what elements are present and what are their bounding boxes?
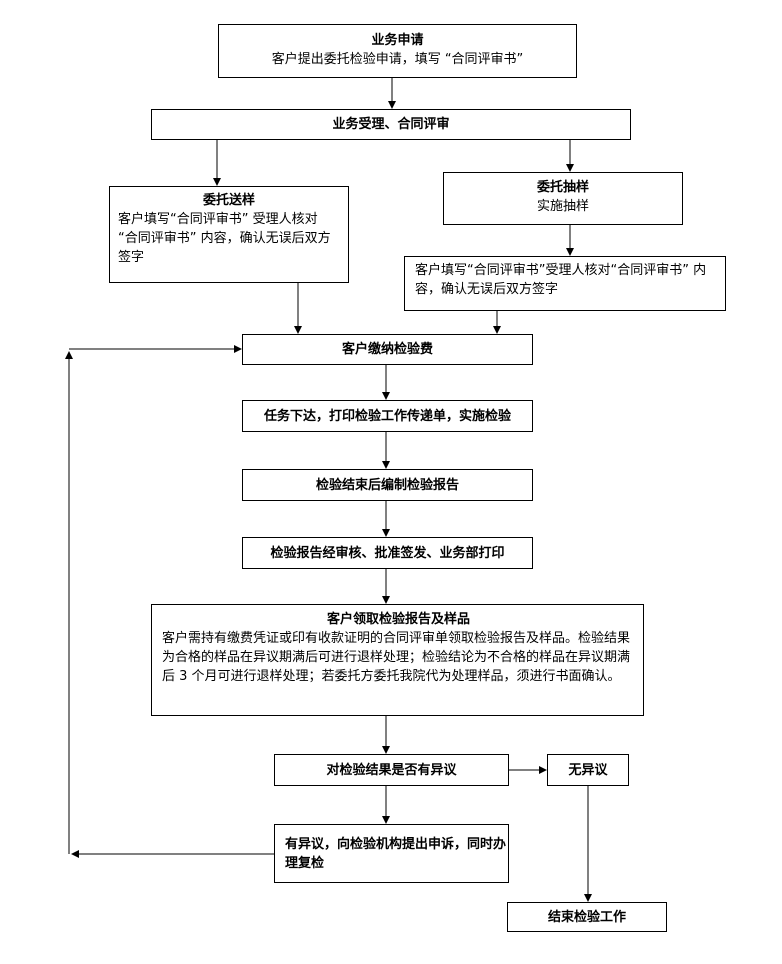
node-pay-fee: 客户缴纳检验费 (242, 334, 533, 365)
node-business-accept: 业务受理、合同评审 (151, 109, 631, 140)
node-title: 委托送样 (202, 193, 255, 208)
node-title: 业务申请 (371, 33, 424, 48)
node-title: 对检验结果是否有异议 (326, 762, 457, 778)
node-end-work: 结束检验工作 (507, 902, 667, 932)
node-title: 客户领取检验报告及样品 (326, 612, 470, 627)
node-body: 实施抽样 (536, 199, 589, 214)
node-report-review: 检验报告经审核、批准签发、业务部打印 (242, 537, 533, 569)
node-no-objection: 无异议 (547, 754, 629, 786)
node-task-issue: 任务下达，打印检验工作传递单，实施检验 (242, 400, 533, 432)
node-body: 客户需持有缴费凭证或印有收款证明的合同评审单领取检验报告及样品。检验结果为合格的… (162, 631, 631, 684)
node-title: 客户缴纳检验费 (341, 342, 433, 357)
node-objection-appeal: 有异议，向检验机构提出申诉，同时办理复检 (274, 824, 509, 883)
node-entrust-sample: 委托抽样 实施抽样 (443, 172, 683, 225)
node-sample-confirm: 客户填写“合同评审书”受理人核对“合同评审书” 内容，确认无误后双方签字 (404, 256, 726, 311)
node-title: 业务受理、合同评审 (332, 117, 450, 132)
node-business-apply: 业务申请 客户提出委托检验申请，填写 “合同评审书” (218, 24, 577, 78)
node-objection-question: 对检验结果是否有异议 (274, 754, 509, 786)
node-title: 检验结束后编制检验报告 (315, 477, 459, 493)
node-receive-report: 客户领取检验报告及样品 客户需持有缴费凭证或印有收款证明的合同评审单领取检验报告… (151, 604, 644, 716)
node-body: 客户填写“合同评审书” 受理人核对 “合同评审书” 内容，确认无误后双方签字 (118, 212, 331, 265)
node-title: 有异议，向检验机构提出申诉，同时办理复检 (285, 836, 507, 871)
node-compile-report: 检验结束后编制检验报告 (242, 469, 533, 501)
node-body: 客户填写“合同评审书”受理人核对“合同评审书” 内容，确认无误后双方签字 (415, 263, 707, 297)
node-entrust-send: 委托送样 客户填写“合同评审书” 受理人核对 “合同评审书” 内容，确认无误后双… (109, 186, 349, 283)
node-body: 客户提出委托检验申请，填写 “合同评审书” (271, 52, 524, 67)
node-title: 委托抽样 (536, 180, 589, 195)
node-title: 任务下达，打印检验工作传递单，实施检验 (263, 408, 511, 424)
node-title: 无异议 (568, 762, 608, 778)
node-title: 结束检验工作 (547, 909, 626, 925)
node-title: 检验报告经审核、批准签发、业务部打印 (270, 545, 505, 561)
